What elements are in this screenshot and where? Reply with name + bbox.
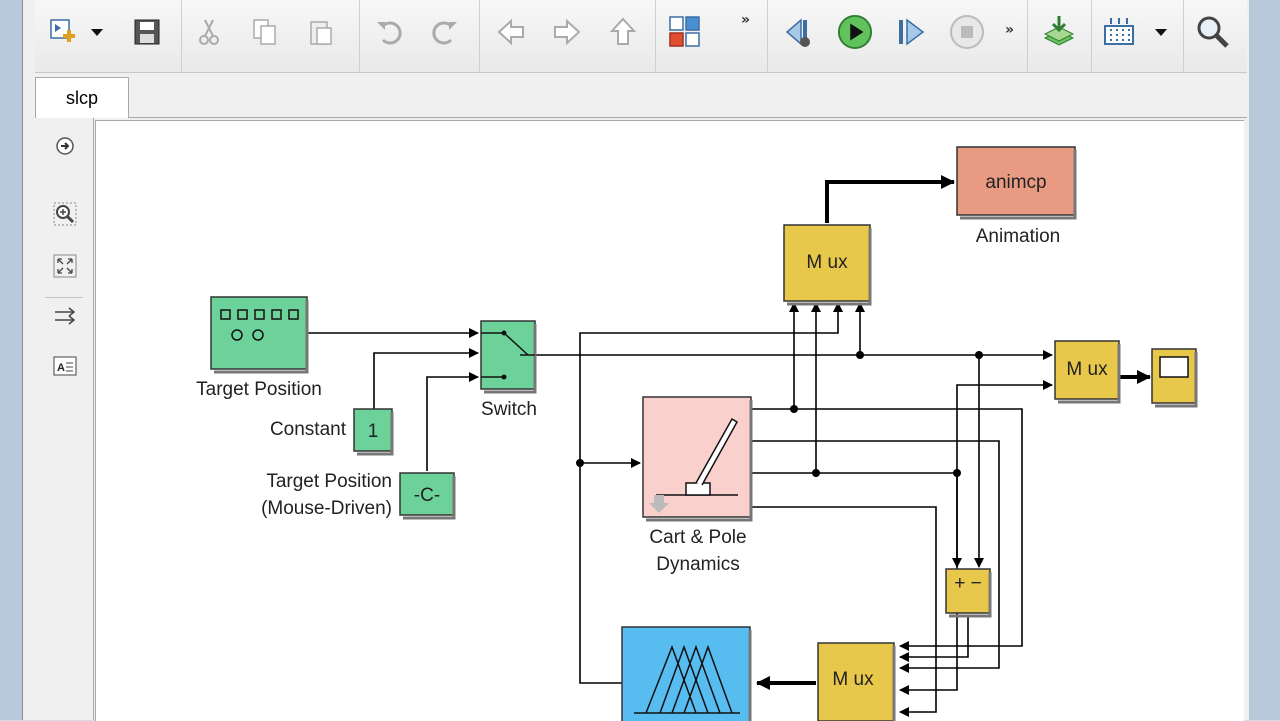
fit-to-view-icon[interactable]: [51, 252, 79, 280]
toolbar-group-navigation: [479, 0, 656, 72]
undo-icon[interactable]: [371, 14, 407, 50]
up-icon[interactable]: [605, 14, 641, 50]
run-icon[interactable]: [837, 14, 873, 50]
hide-show-browser-icon[interactable]: [51, 132, 79, 160]
back-icon[interactable]: [493, 14, 529, 50]
search-icon[interactable]: [1195, 14, 1231, 50]
cart-pole-block[interactable]: [642, 396, 753, 522]
new-model-icon[interactable]: [45, 14, 81, 50]
mux-bottom-block[interactable]: M ux: [817, 642, 896, 721]
step-forward-icon[interactable]: [893, 14, 929, 50]
switch-label: Switch: [481, 399, 537, 420]
sidebar-divider: [45, 297, 83, 298]
mouse-driven-value: -C-: [414, 485, 440, 506]
model-canvas[interactable]: Target Position 1 Constant -C- Target Po…: [95, 120, 1244, 721]
save-icon[interactable]: [129, 14, 165, 50]
tab-slcp[interactable]: slcp: [35, 77, 129, 118]
tab-label: slcp: [65, 87, 98, 108]
sum-block[interactable]: + −: [945, 568, 992, 618]
toolbar-group-history: [359, 0, 480, 72]
bus-lines: [756, 175, 1151, 690]
mouse-driven-label-line1: Target Position: [266, 471, 392, 492]
dropdown-arrow-icon[interactable]: [1151, 14, 1171, 50]
fuzzy-controller-block[interactable]: [621, 626, 752, 721]
constant-block[interactable]: 1: [353, 408, 394, 456]
mux-right-label: M ux: [1066, 359, 1108, 380]
mouse-driven-label-line2: (Mouse-Driven): [261, 498, 392, 519]
toolbar: » »: [35, 0, 1247, 73]
canvas-sidebar: A: [35, 118, 94, 720]
build-icon[interactable]: [1041, 14, 1077, 50]
constant-label: Constant: [270, 419, 347, 440]
target-position-label: Target Position: [196, 379, 322, 400]
toolbar-group-file: [35, 0, 182, 72]
svg-text:A: A: [57, 362, 65, 374]
animation-value: animcp: [985, 172, 1046, 193]
block-diagram: Target Position 1 Constant -C- Target Po…: [196, 146, 1198, 721]
cart-pole-label-line2: Dynamics: [656, 554, 739, 575]
toolbar-group-library: »: [655, 0, 768, 72]
target-position-block[interactable]: [210, 296, 309, 374]
step-back-icon[interactable]: [781, 14, 817, 50]
redo-icon[interactable]: [427, 14, 463, 50]
model-tab-bar: slcp: [35, 73, 1247, 118]
annotation-icon[interactable]: A: [51, 352, 79, 380]
cart-pole-label-line1: Cart & Pole: [649, 527, 746, 548]
mux-bottom-label: M ux: [832, 669, 874, 690]
sum-signs: + −: [954, 573, 981, 594]
copy-icon[interactable]: [247, 14, 283, 50]
junction-dots: [576, 351, 983, 477]
switch-block[interactable]: [480, 320, 537, 394]
scope-block[interactable]: [1151, 348, 1198, 408]
cut-icon[interactable]: [191, 14, 227, 50]
more-icon[interactable]: »: [1005, 22, 1015, 38]
toolbar-group-edit: [181, 0, 360, 72]
dropdown-arrow-icon[interactable]: [87, 14, 107, 50]
signal-routing-icon[interactable]: [51, 302, 79, 330]
animation-block[interactable]: animcp: [956, 146, 1077, 220]
window-frame-right: [1247, 0, 1280, 720]
mux-top-label: M ux: [806, 252, 848, 273]
mouse-driven-block[interactable]: -C-: [399, 472, 456, 520]
mux-top-block[interactable]: M ux: [783, 224, 872, 306]
signal-lines: [308, 302, 1053, 717]
stop-icon[interactable]: [949, 14, 985, 50]
simulink-window: » »: [22, 0, 1249, 721]
model-config-icon[interactable]: [1101, 14, 1137, 50]
paste-icon[interactable]: [303, 14, 339, 50]
toolbar-group-build: [1027, 0, 1092, 72]
animation-label: Animation: [976, 226, 1061, 247]
library-browser-icon[interactable]: [667, 14, 703, 50]
zoom-in-icon[interactable]: [51, 200, 79, 228]
forward-icon[interactable]: [549, 14, 585, 50]
constant-value: 1: [368, 421, 379, 442]
window-frame-left: [0, 0, 23, 720]
mux-right-block[interactable]: M ux: [1054, 340, 1121, 404]
toolbar-group-config: [1091, 0, 1184, 72]
more-icon[interactable]: »: [741, 12, 751, 28]
toolbar-group-simulation: »: [767, 0, 1028, 72]
